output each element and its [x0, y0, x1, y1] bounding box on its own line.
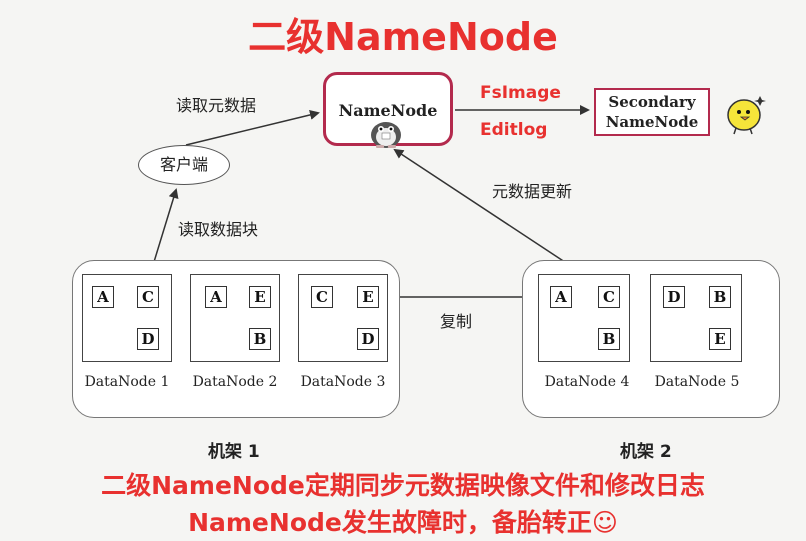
block: C	[598, 286, 620, 308]
block: A	[92, 286, 114, 308]
block: A	[205, 286, 227, 308]
block: C	[137, 286, 159, 308]
block: E	[357, 286, 379, 308]
block: D	[137, 328, 159, 350]
client-node: 客户端	[138, 145, 230, 185]
namenode-box: NameNode	[323, 72, 453, 148]
block: D	[357, 328, 379, 350]
block: B	[249, 328, 271, 350]
penguin-icon	[371, 122, 401, 148]
arrow-client-to-namenode	[185, 110, 320, 146]
datanode-3-label: DataNode 3	[300, 374, 386, 390]
arrow-datanode-to-namenode	[393, 148, 581, 273]
bottom-text-line1: 二级NameNode定期同步元数据映像文件和修改日志	[101, 471, 705, 500]
block: E	[709, 328, 731, 350]
rack-1-label: 机架 1	[208, 442, 260, 462]
datanode-1-label: DataNode 1	[84, 374, 170, 390]
replicate-label: 复制	[440, 312, 473, 331]
read-metadata-label: 读取元数据	[176, 96, 257, 115]
page-title: 二级NameNode	[248, 15, 558, 59]
datanode-4: A C B	[538, 274, 630, 362]
bottom-text-line2: NameNode发生故障时，备胎转正☺	[188, 508, 618, 537]
block: D	[663, 286, 685, 308]
datanode-1: A C D	[82, 274, 172, 362]
block: A	[550, 286, 572, 308]
read-block-label: 读取数据块	[178, 220, 259, 239]
datanode-5: D B E	[650, 274, 742, 362]
block: E	[249, 286, 271, 308]
rack-2-label: 机架 2	[620, 442, 672, 462]
secondary-namenode-box: Secondary NameNode	[594, 88, 710, 136]
secondary-line1: Secondary	[608, 93, 696, 111]
block: C	[311, 286, 333, 308]
namenode-label: NameNode	[338, 101, 438, 120]
datanode-2: A E B	[190, 274, 280, 362]
block: B	[709, 286, 731, 308]
block: B	[598, 328, 620, 350]
metadata-update-label: 元数据更新	[492, 182, 573, 201]
editlog-label: Editlog	[480, 120, 548, 140]
secondary-line2: NameNode	[605, 113, 699, 131]
chick-icon	[727, 96, 766, 135]
datanode-3: C E D	[298, 274, 388, 362]
fsimage-label: FsImage	[480, 83, 561, 103]
datanode-2-label: DataNode 2	[192, 374, 278, 390]
datanode-5-label: DataNode 5	[654, 374, 740, 390]
datanode-4-label: DataNode 4	[544, 374, 630, 390]
